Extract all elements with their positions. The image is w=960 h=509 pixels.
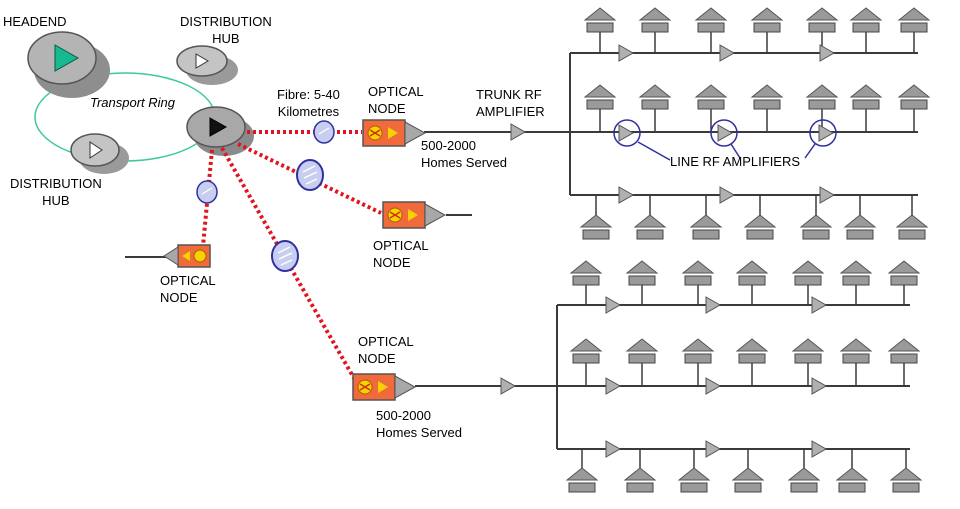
house-icon [836, 467, 868, 493]
house-icon [806, 84, 838, 110]
house-icon [898, 84, 930, 110]
hub-play-icon [89, 141, 103, 159]
house-icon [890, 467, 922, 493]
distribution-hub-top-label: DISTRIBUTION HUB [180, 14, 272, 46]
house-icon [580, 214, 612, 240]
house-icon [690, 214, 722, 240]
house-icon [682, 338, 714, 364]
house-icon [751, 84, 783, 110]
house-icon [584, 7, 616, 33]
house-icon [736, 260, 768, 286]
house-icon [570, 338, 602, 364]
house-icon [850, 7, 882, 33]
rf-amplifier-icon[interactable] [618, 44, 634, 62]
fibre-splice-icon [313, 120, 335, 144]
optical-node-icon[interactable] [382, 201, 446, 229]
house-icon [896, 214, 928, 240]
rf-amplifier-icon[interactable] [705, 296, 721, 314]
fibre-splice-icon [196, 180, 218, 204]
hub-play-icon [209, 117, 228, 137]
house-icon [682, 260, 714, 286]
house-icon [850, 84, 882, 110]
house-icon [634, 214, 666, 240]
house-icon [806, 7, 838, 33]
house-icon [639, 84, 671, 110]
optical-node-label-2: OPTICAL NODE [373, 238, 429, 270]
rf-amplifier-icon[interactable] [618, 186, 634, 204]
house-icon [888, 338, 920, 364]
distribution-hub-bottom[interactable] [70, 133, 129, 174]
homes-served-label-1: 500-2000 Homes Served [421, 138, 507, 170]
house-icon [732, 467, 764, 493]
rf-amplifier-icon[interactable] [819, 186, 835, 204]
optical-node-icon[interactable] [362, 119, 426, 147]
house-icon [626, 260, 658, 286]
house-icon [840, 338, 872, 364]
rf-amplifier-icon[interactable] [818, 124, 834, 142]
house-icon [751, 7, 783, 33]
houses [566, 7, 930, 493]
headend-node[interactable] [27, 31, 110, 98]
rf-amplifier-icon[interactable] [705, 377, 721, 395]
headend-label: HEADEND [3, 14, 67, 29]
optical-node-label-1: OPTICAL NODE [368, 84, 424, 116]
rf-amplifier-icon[interactable] [811, 440, 827, 458]
house-icon [678, 467, 710, 493]
distribution-hub-top[interactable] [176, 45, 238, 85]
rf-amplifier-icon[interactable] [605, 440, 621, 458]
distribution-hub-bottom-label: DISTRIBUTION HUB [10, 176, 102, 208]
rf-amplifier-icon[interactable] [811, 377, 827, 395]
line-amp-callouts [613, 119, 837, 161]
optical-node-icon[interactable] [352, 373, 416, 401]
rf-amplifier-icon[interactable] [618, 124, 634, 142]
house-icon [840, 260, 872, 286]
rf-amplifier-icon[interactable] [510, 123, 526, 141]
house-icon [792, 260, 824, 286]
rf-amplifier-icon[interactable] [719, 186, 735, 204]
house-icon [888, 260, 920, 286]
house-icon [695, 7, 727, 33]
house-icon [695, 84, 727, 110]
rf-amplifier-icon[interactable] [717, 124, 733, 142]
rf-amplifier-icon[interactable] [705, 440, 721, 458]
optical-node-label-3: OPTICAL NODE [160, 273, 216, 305]
rf-amplifier-icon[interactable] [500, 377, 516, 395]
optical-node-label-4: OPTICAL NODE [358, 334, 414, 366]
line-rf-amplifiers-label: LINE RF AMPLIFIERS [670, 154, 801, 169]
rf-amplifier-icon[interactable] [605, 377, 621, 395]
house-icon [626, 338, 658, 364]
trunk-rf-amplifier-label: TRUNK RF AMPLIFIER [476, 87, 545, 119]
house-icon [639, 7, 671, 33]
house-icon [624, 467, 656, 493]
optical-node-icon[interactable] [163, 244, 211, 268]
house-icon [736, 338, 768, 364]
house-icon [570, 260, 602, 286]
rf-amplifier-icon[interactable] [819, 44, 835, 62]
house-icon [844, 214, 876, 240]
hub-play-icon [195, 53, 209, 69]
house-icon [788, 467, 820, 493]
house-icon [744, 214, 776, 240]
house-icon [792, 338, 824, 364]
headend-play-icon [54, 44, 80, 72]
transport-ring-label: Transport Ring [90, 95, 176, 110]
fibre-splice-icon [271, 240, 299, 272]
fibre-distance-label: Fibre: 5-40 Kilometres [277, 87, 340, 119]
house-icon [566, 467, 598, 493]
rf-amplifier-icon[interactable] [605, 296, 621, 314]
fibre-splice-icon [296, 159, 324, 191]
house-icon [584, 84, 616, 110]
house-icon [898, 7, 930, 33]
rf-amplifier-icon[interactable] [719, 44, 735, 62]
house-icon [800, 214, 832, 240]
homes-served-label-2: 500-2000 Homes Served [376, 408, 462, 440]
house-drops [581, 32, 915, 471]
rf-amplifier-icon[interactable] [811, 296, 827, 314]
